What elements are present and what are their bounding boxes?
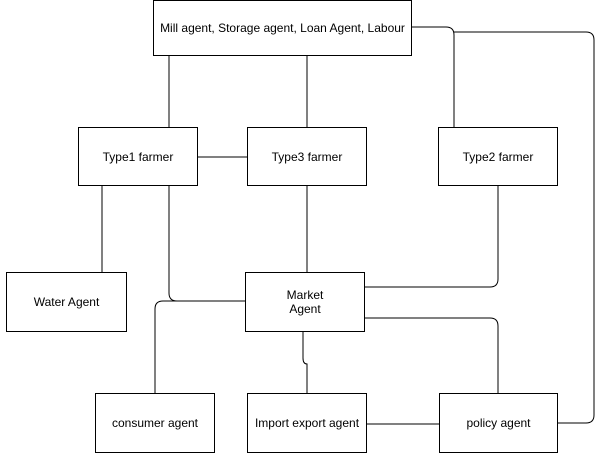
water-agent-node: Water Agent	[6, 272, 127, 332]
consumer-agent-node: consumer agent	[95, 393, 215, 453]
import-export-agent-node: Import export agent	[247, 393, 367, 453]
edge-type2-farmer-market-agent	[365, 186, 499, 288]
market-agent-node: Market Agent	[245, 272, 365, 332]
type1-farmer-node: Type1 farmer	[78, 127, 198, 186]
agent-diagram: Mill agent, Storage agent, Loan Agent, L…	[6, 0, 595, 453]
edge-market-agent-import-export-agent	[302, 332, 308, 393]
edge-market-agent-policy-agent	[365, 317, 499, 393]
type3-farmer-node: Type3 farmer	[247, 127, 367, 186]
edge-top-agents-policy-agent	[454, 31, 595, 424]
edge-type1-farmer-market-agent	[168, 186, 245, 302]
policy-agent-node: policy agent	[439, 393, 558, 453]
edge-market-agent-consumer-agent	[154, 300, 245, 393]
edge-top-agents-type2-farmer	[412, 26, 455, 127]
diagram-connectors	[101, 26, 595, 425]
type2-farmer-node: Type2 farmer	[438, 127, 558, 186]
top-agents-node: Mill agent, Storage agent, Loan Agent, L…	[153, 0, 412, 56]
